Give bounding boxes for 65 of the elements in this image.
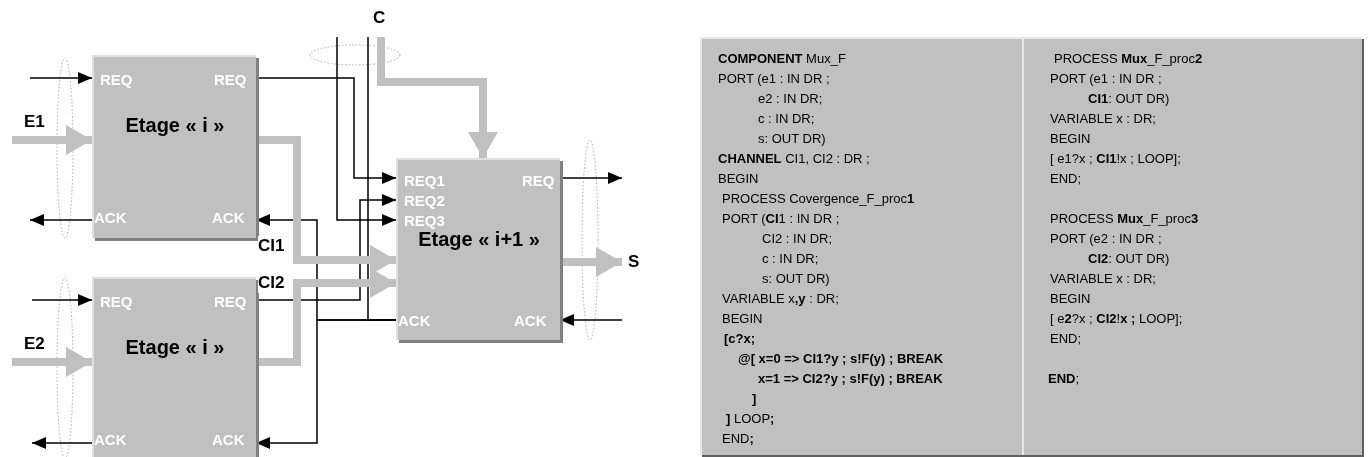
code-line: CI1: OUT DR)	[1088, 90, 1170, 108]
code-line: [ e2?x ; CI2!x ; LOOP];	[1050, 310, 1183, 328]
code-line: PROCESS Mux_F_proc3	[1050, 210, 1199, 228]
code-line: END;	[1050, 170, 1082, 188]
code-line: ]	[752, 390, 757, 408]
signal-arrow	[336, 36, 397, 226]
code-line: CHANNEL CI1, CI2 : DR ;	[718, 150, 870, 168]
stage-label: Etage « i+1 »	[418, 228, 541, 252]
code-line: [c?x;	[724, 330, 756, 348]
code-line: PORT (e1 : IN DR ;	[1050, 70, 1162, 88]
port-label: REQ2	[404, 192, 445, 209]
stage-block	[92, 55, 256, 238]
code-line: VARIABLE x,y : DR;	[722, 290, 839, 308]
signal-arrow	[31, 294, 93, 306]
code-line: VARIABLE x : DR;	[1050, 110, 1156, 128]
code-line: VARIABLE x : DR;	[1050, 270, 1156, 288]
code-line: CI2: OUT DR)	[1088, 250, 1170, 268]
code-panel	[700, 37, 1022, 455]
code-line: CI2 : IN DR;	[762, 230, 833, 248]
signal-arrow	[31, 437, 93, 449]
port-label: REQ3	[404, 212, 445, 229]
code-line: BEGIN	[1050, 130, 1091, 148]
port-label: ACK	[398, 312, 431, 329]
code-line: PORT (e1 : IN DR ;	[718, 70, 830, 88]
port-label: REQ	[522, 172, 555, 189]
code-line: s: OUT DR)	[762, 270, 830, 288]
edge-label: CI2	[258, 273, 285, 293]
code-panel	[1022, 37, 1362, 455]
port-label: ACK	[212, 431, 245, 448]
code-line: ] LOOP;	[726, 410, 775, 428]
code-line: PORT (e2 : IN DR ;	[1050, 230, 1162, 248]
channel-arrow	[256, 268, 396, 366]
code-line: BEGIN	[722, 310, 763, 328]
port-label: ACK	[514, 312, 547, 329]
port-label: REQ	[100, 71, 133, 88]
code-line: s: OUT DR)	[758, 130, 826, 148]
code-line: [ e1?x ; CI1!x ; LOOP];	[1050, 150, 1181, 168]
code-line: BEGIN	[1050, 290, 1091, 308]
code-line: PROCESS Covergence_F_proc1	[722, 190, 915, 208]
code-line: END;	[722, 430, 754, 448]
code-line: PROCESS Mux_F_proc2	[1054, 50, 1203, 68]
code-line: x=1 => CI2?y ; s!F(y) ; BREAK	[758, 370, 943, 388]
code-line: BEGIN	[718, 170, 759, 188]
code-line: e2 : IN DR;	[758, 90, 823, 108]
port-label: ACK	[212, 209, 245, 226]
code-line: c : IN DR;	[758, 110, 815, 128]
port-label: ACK	[94, 209, 127, 226]
code-line: END;	[1048, 370, 1080, 388]
stage-block	[396, 158, 560, 340]
signal-line	[367, 36, 397, 321]
port-label: REQ	[214, 293, 247, 310]
code-line: c : IN DR;	[762, 250, 819, 268]
stage-label: Etage « i »	[124, 335, 226, 360]
signal-arrow	[29, 214, 93, 226]
code-line: @[ x=0 => CI1?y ; s!F(y) ; BREAK	[738, 350, 944, 368]
port-label: REQ	[214, 71, 247, 88]
port-label: ACK	[94, 431, 127, 448]
code-line: COMPONENT Mux_F	[718, 50, 846, 68]
code-line: PORT (CI1 : IN DR ;	[722, 210, 840, 228]
stage-block	[92, 277, 256, 457]
code-line: END;	[1050, 330, 1082, 348]
port-label: REQ1	[404, 172, 445, 189]
signal-arrow	[29, 72, 93, 84]
port-label: REQ	[100, 293, 133, 310]
stage-label: Etage « i »	[124, 113, 226, 138]
